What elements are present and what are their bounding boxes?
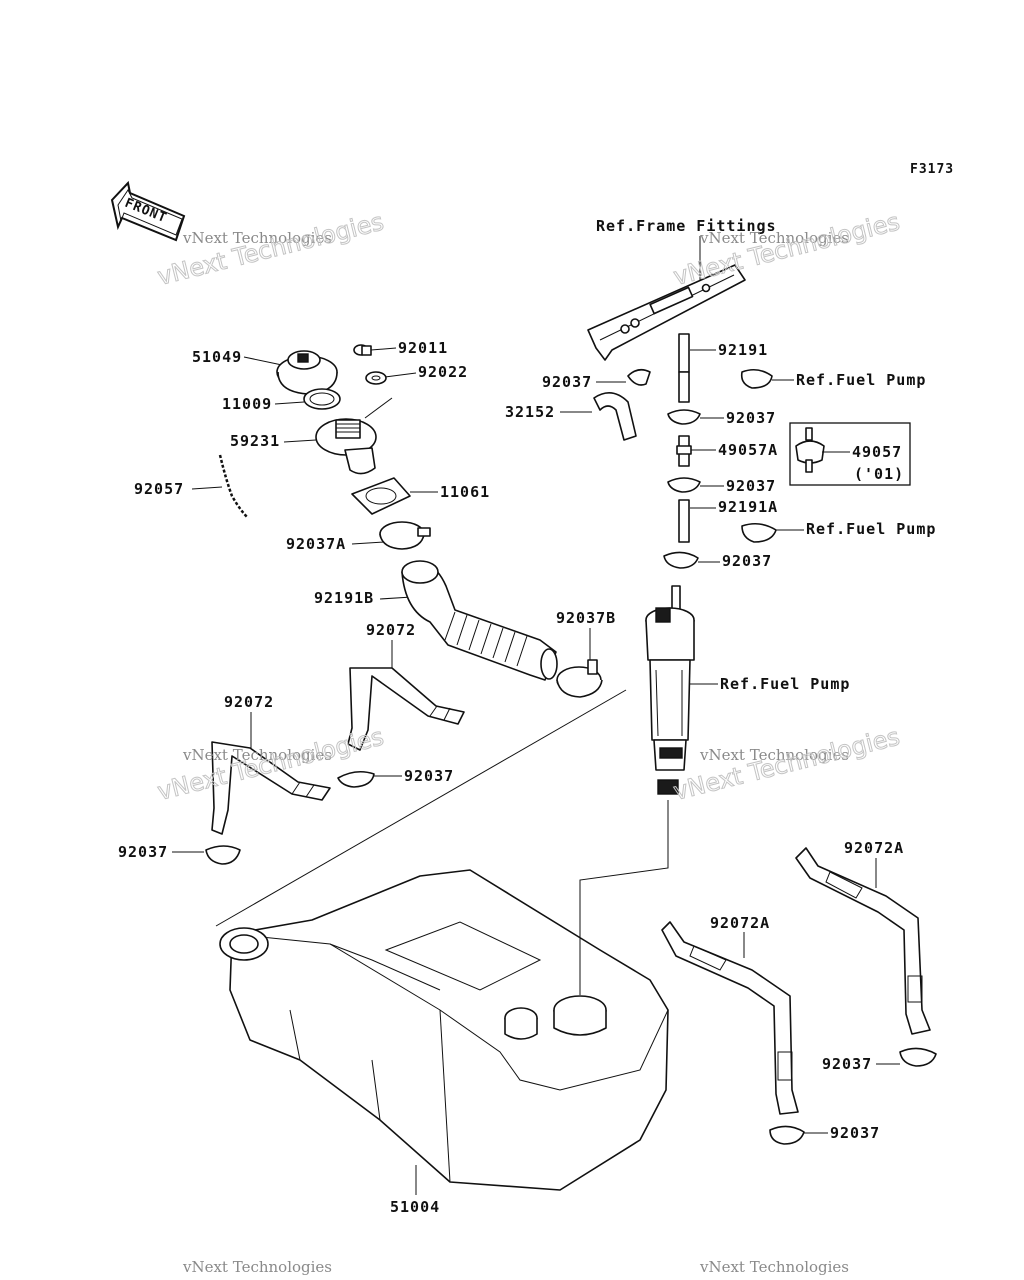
label-59231: 59231 <box>230 432 280 450</box>
watermark-outline: vNext Technologies <box>155 723 387 806</box>
gasket-11009 <box>303 388 341 410</box>
label-92057: 92057 <box>134 480 184 498</box>
watermark-text: vNext Technologies <box>699 746 849 764</box>
label-92191A: 92191A <box>718 498 778 516</box>
bolt-92011 <box>353 344 372 356</box>
label-92022: 92022 <box>418 363 468 381</box>
clamp-92037-r5 <box>769 1125 805 1145</box>
label-92037-left-2: 92037 <box>118 843 168 861</box>
label-51049: 51049 <box>192 348 242 366</box>
strap-92072-lower <box>211 741 331 835</box>
clamp-92037-r1 <box>667 409 701 425</box>
label-92037-left-1: 92037 <box>404 767 454 785</box>
hose-92191A <box>678 499 690 543</box>
label-92072-upper: 92072 <box>366 621 416 639</box>
label-11061: 11061 <box>440 483 490 501</box>
fitting-49057A <box>676 435 692 467</box>
figure-code: F3173 <box>910 162 954 177</box>
label-92037-r2: 92037 <box>726 477 776 495</box>
label-49057A: 49057A <box>718 441 778 459</box>
label-ref-frame-fittings: Ref.Frame Fittings <box>596 217 777 235</box>
hose-32152 <box>593 392 637 441</box>
label-11009: 11009 <box>222 395 272 413</box>
fuel-cap <box>276 350 338 395</box>
label-92191B: 92191B <box>314 589 374 607</box>
label-49057: 49057 <box>852 443 902 461</box>
watermark-text: vNext Technologies <box>182 1258 332 1276</box>
hose-92191 <box>678 333 690 373</box>
watermark-outline: vNext Technologies <box>155 208 387 291</box>
watermark-text: vNext Technologies <box>182 229 332 247</box>
label-92037B: 92037B <box>556 609 616 627</box>
label-92037-r1: 92037 <box>726 409 776 427</box>
label-92037-r3: 92037 <box>722 552 772 570</box>
valve-49057 <box>795 427 825 473</box>
label-ref-fuel-pump-2: Ref.Fuel Pump <box>806 520 936 538</box>
front-arrow-icon: FRONT <box>110 180 186 242</box>
clamp-ref-fuel-pump-1 <box>740 368 773 389</box>
clamp-92037-left-1 <box>337 770 375 788</box>
tether-cord <box>218 454 249 519</box>
label-32152: 32152 <box>505 403 555 421</box>
fuel-tank <box>219 869 669 1191</box>
watermark-text: vNext Technologies <box>699 1258 849 1276</box>
label-92037-r4: 92037 <box>822 1055 872 1073</box>
label-ref-fuel-pump-1: Ref.Fuel Pump <box>796 371 926 389</box>
strap-92072A-upper <box>795 847 931 1035</box>
clamp-92037-left-2 <box>205 845 241 865</box>
watermark-text: vNext Technologies <box>699 229 849 247</box>
clamp-92037-top <box>627 368 651 386</box>
clamp-92037-r3 <box>663 551 699 569</box>
leader-filler-to-tank <box>215 689 627 927</box>
clamp-ref-fuel-pump-2 <box>741 522 777 543</box>
strap-92072-upper <box>347 667 465 751</box>
strap-92072A-lower <box>661 921 799 1115</box>
clamp-92037A <box>379 521 431 550</box>
label-49057-note: ('01) <box>854 465 904 483</box>
gasket-11061 <box>351 477 411 515</box>
filler-neck <box>315 418 377 475</box>
label-92072A-lower: 92072A <box>710 914 770 932</box>
label-92072A-upper: 92072A <box>844 839 904 857</box>
label-92037-top: 92037 <box>542 373 592 391</box>
label-92037A: 92037A <box>286 535 346 553</box>
clamp-92037B <box>556 659 603 698</box>
label-ref-fuel-pump-3: Ref.Fuel Pump <box>720 675 850 693</box>
frame-bracket <box>587 264 746 361</box>
label-92037-r5: 92037 <box>830 1124 880 1142</box>
label-92191: 92191 <box>718 341 768 359</box>
watermark-text: vNext Technologies <box>182 746 332 764</box>
hose-92191B <box>401 560 558 681</box>
label-51004: 51004 <box>390 1198 440 1216</box>
label-92072-lower: 92072 <box>224 693 274 711</box>
clamp-92037-r2 <box>667 477 701 493</box>
fuel-pump <box>645 585 695 795</box>
label-92011: 92011 <box>398 339 448 357</box>
watermark-outline: vNext Technologies <box>671 723 903 806</box>
clamp-92037-r4 <box>899 1047 937 1067</box>
washer-92022 <box>365 371 387 385</box>
leader-pump-to-tank <box>579 800 669 995</box>
